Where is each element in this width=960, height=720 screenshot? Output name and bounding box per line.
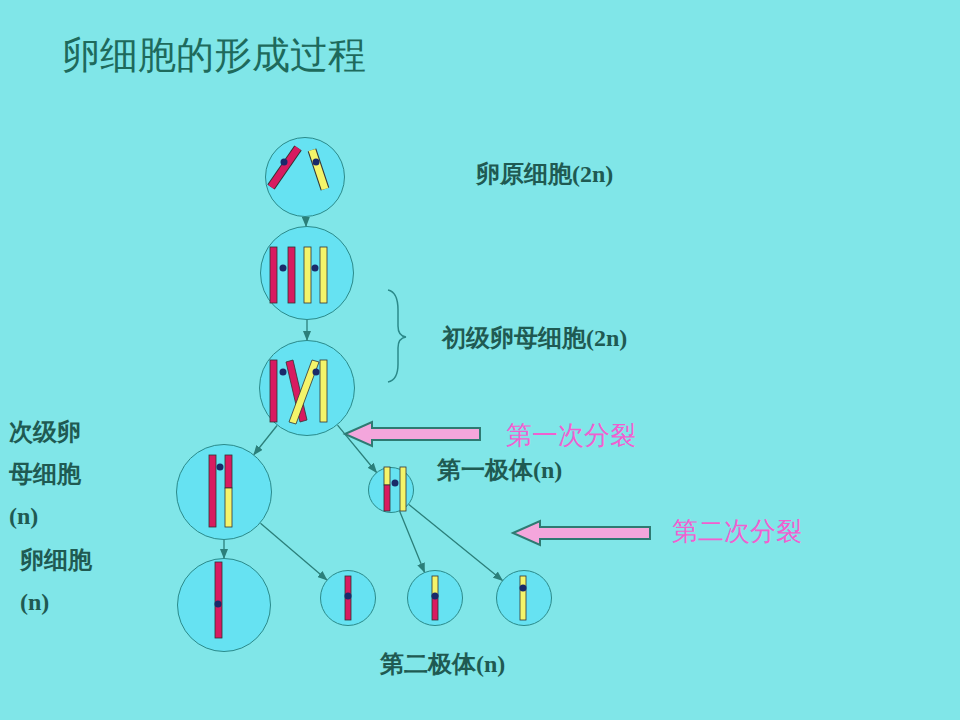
centromere: [281, 159, 288, 166]
stage-label: 第一次分裂: [506, 418, 636, 453]
division-arrow: [306, 320, 307, 340]
diagram-title: 卵细胞的形成过程: [62, 30, 366, 81]
cell-label: 第一极体(n): [437, 454, 562, 486]
chromatid: [288, 247, 295, 303]
chromatid: [225, 488, 232, 527]
stage-label: 第二极体(n): [380, 648, 505, 680]
stage-label: 第二次分裂: [672, 514, 802, 549]
chromosome: [520, 576, 526, 620]
division-arrow: [305, 217, 306, 226]
block-arrow: [513, 521, 650, 545]
chromosome: [432, 596, 438, 620]
chromatid: [384, 485, 390, 511]
cell-label: 卵细胞 (n): [20, 539, 120, 623]
chromatid: [225, 455, 232, 488]
chromatid: [304, 247, 311, 303]
centromere: [280, 265, 287, 272]
division-arrow: [409, 504, 502, 580]
cell-circle: 第一极体(n): [368, 467, 414, 513]
centromere: [215, 601, 222, 608]
division-arrow: [338, 425, 377, 472]
cell-circle: 次级卵 母细胞 (n): [176, 444, 272, 540]
block-arrow: [345, 422, 480, 446]
centromere: [312, 265, 319, 272]
cell-label: 卵原细胞(2n): [476, 158, 613, 190]
cell-circle: 卵细胞 (n): [177, 558, 271, 652]
centromere: [280, 369, 287, 376]
division-arrow: [254, 426, 277, 455]
stage-label: 初级卵母细胞(2n): [442, 322, 627, 354]
division-arrow: [400, 511, 425, 572]
chromosome: [345, 576, 351, 620]
chromosome: [215, 562, 222, 638]
division-arrow: [223, 540, 224, 558]
chromatid: [320, 360, 327, 422]
centromere: [345, 593, 352, 600]
centromere: [520, 585, 527, 592]
centromere: [313, 159, 320, 166]
chromatid: [384, 467, 390, 485]
chromatid: [320, 247, 327, 303]
chromatid: [209, 455, 216, 527]
chromatid: [270, 360, 277, 422]
division-arrow: [260, 523, 326, 580]
curly-bracket: [388, 290, 406, 382]
centromere: [392, 480, 399, 487]
centromere: [217, 464, 224, 471]
centromere: [432, 593, 439, 600]
centromere: [313, 369, 320, 376]
chromatid: [270, 247, 277, 303]
chromatid: [400, 467, 406, 511]
cell-label: 次级卵 母细胞 (n): [9, 411, 109, 537]
